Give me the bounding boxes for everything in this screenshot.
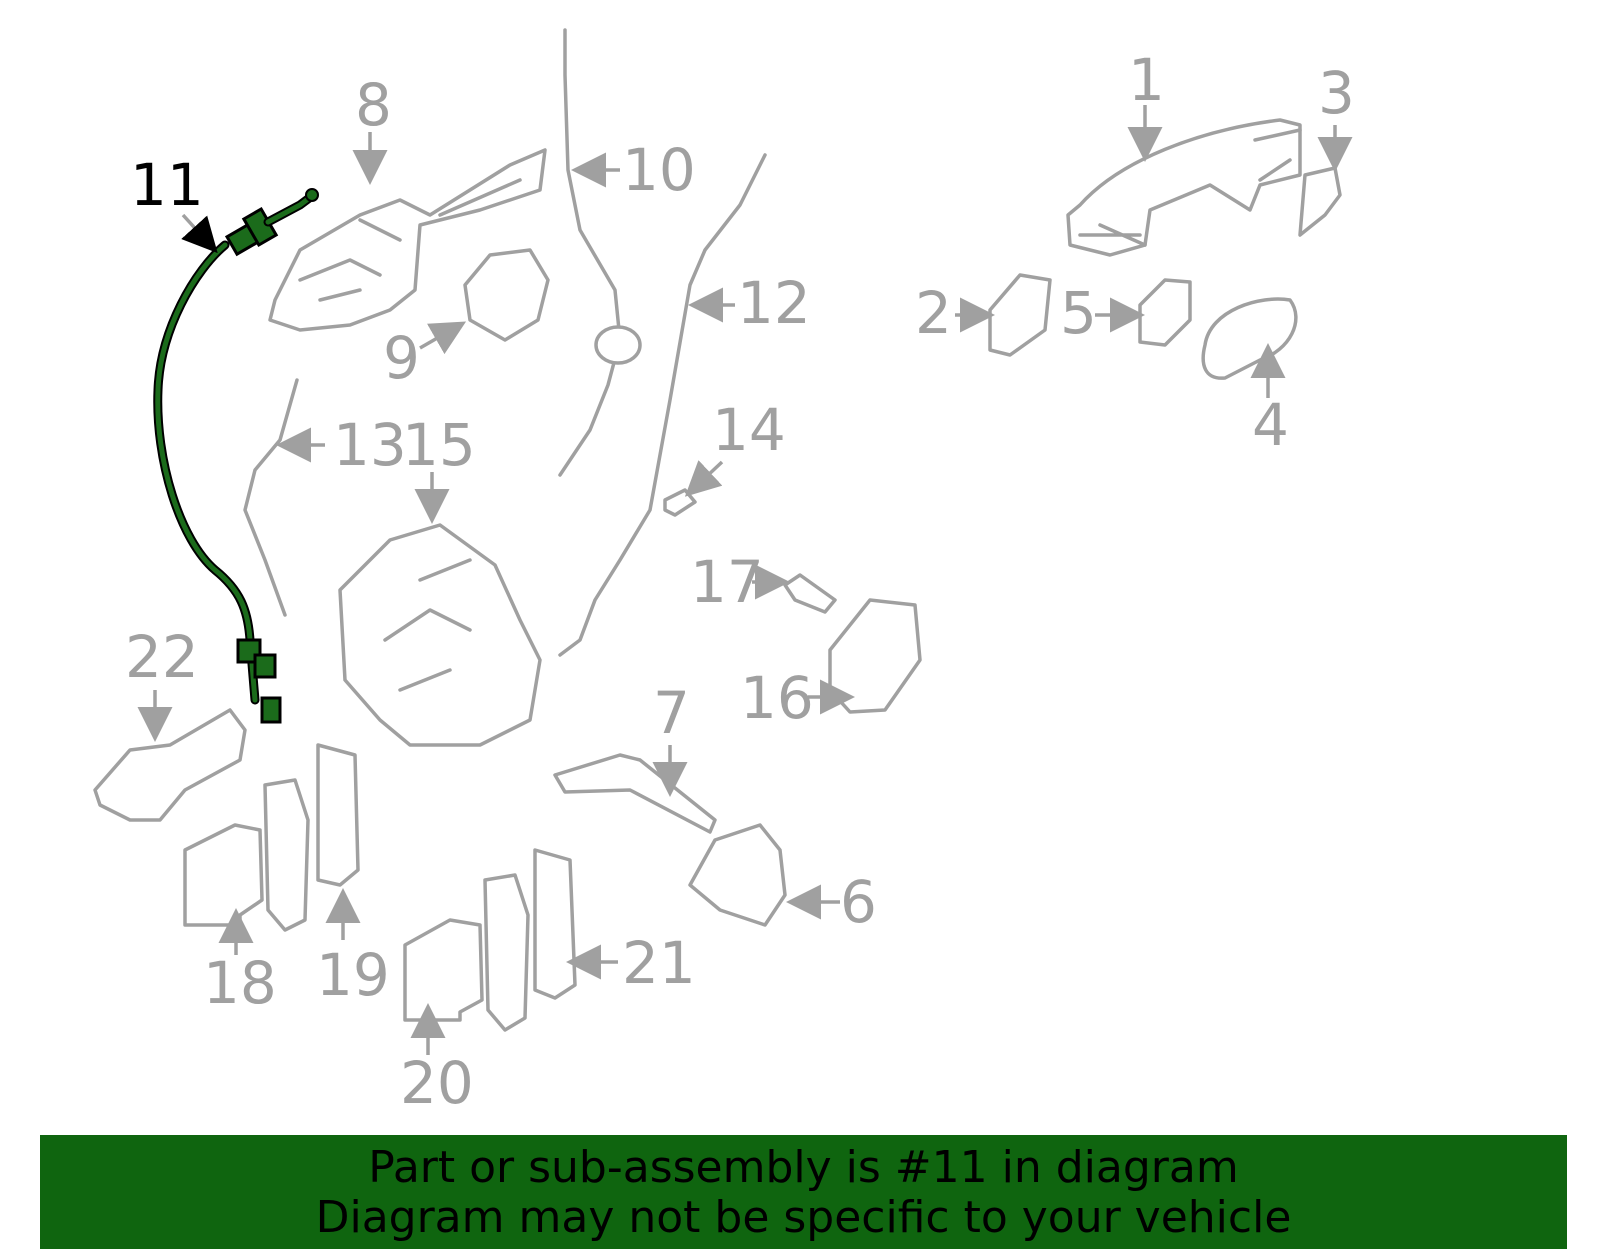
part-18-hinge-leaf [263, 778, 310, 932]
callout-21: 21 [622, 929, 696, 997]
callout-19: 19 [316, 941, 390, 1009]
part-20-hinge [403, 918, 484, 1022]
part-1-outside-handle [1066, 118, 1302, 257]
part-17-bolt [783, 573, 837, 614]
part-2-bezel [988, 273, 1052, 357]
callout-5: 5 [1060, 279, 1097, 347]
callout-10: 10 [622, 136, 696, 204]
callout-3: 3 [1318, 59, 1355, 127]
callout-8: 8 [355, 71, 392, 139]
callout-1: 1 [1128, 46, 1165, 114]
callout-leaders [137, 105, 1353, 1055]
callout-9: 9 [383, 324, 420, 392]
callout-17: 17 [690, 548, 764, 616]
part-19-shim [316, 743, 360, 887]
part-21-shim [533, 848, 577, 1000]
callout-15: 15 [402, 411, 476, 479]
part-6-cylinder [688, 823, 787, 927]
callout-4: 4 [1252, 391, 1289, 459]
part-14-clip [663, 488, 697, 517]
callout-14: 14 [712, 396, 786, 464]
part-10-rod [558, 28, 642, 477]
part-5-bracket [1138, 278, 1192, 347]
part-12-cable [558, 153, 767, 657]
callout-13: 13 [333, 411, 407, 479]
callout-labels: 1 3 2 5 4 6 7 8 9 10 11 12 13 15 14 17 1… [125, 46, 1355, 1117]
part-7-bar [553, 753, 717, 834]
callout-7: 7 [653, 679, 690, 747]
part-13-rod [243, 378, 299, 617]
callout-2: 2 [915, 279, 952, 347]
banner-line-1: Part or sub-assembly is #11 in diagram [368, 1142, 1239, 1193]
callout-16: 16 [740, 664, 814, 732]
part-3-cap [1298, 166, 1342, 237]
callout-18: 18 [203, 949, 277, 1017]
callout-12: 12 [737, 269, 811, 337]
callout-22: 22 [125, 623, 199, 691]
part-22-check-arm [93, 708, 247, 822]
part-8-latch [268, 148, 547, 332]
part-15-actuator [338, 523, 542, 747]
callout-11: 11 [130, 151, 204, 219]
info-banner: Part or sub-assembly is #11 in diagram D… [40, 1135, 1567, 1249]
banner-line-2: Diagram may not be specific to your vehi… [315, 1192, 1292, 1243]
part-18-hinge [183, 823, 264, 927]
part-11-cable-highlighted [153, 188, 319, 724]
part-4-gasket [1201, 297, 1298, 380]
part-20-hinge-leaf [483, 873, 530, 1032]
callout-20: 20 [400, 1049, 474, 1117]
callout-6: 6 [840, 868, 877, 936]
part-16-striker-plate [828, 598, 922, 714]
part-9-cover [463, 248, 550, 342]
